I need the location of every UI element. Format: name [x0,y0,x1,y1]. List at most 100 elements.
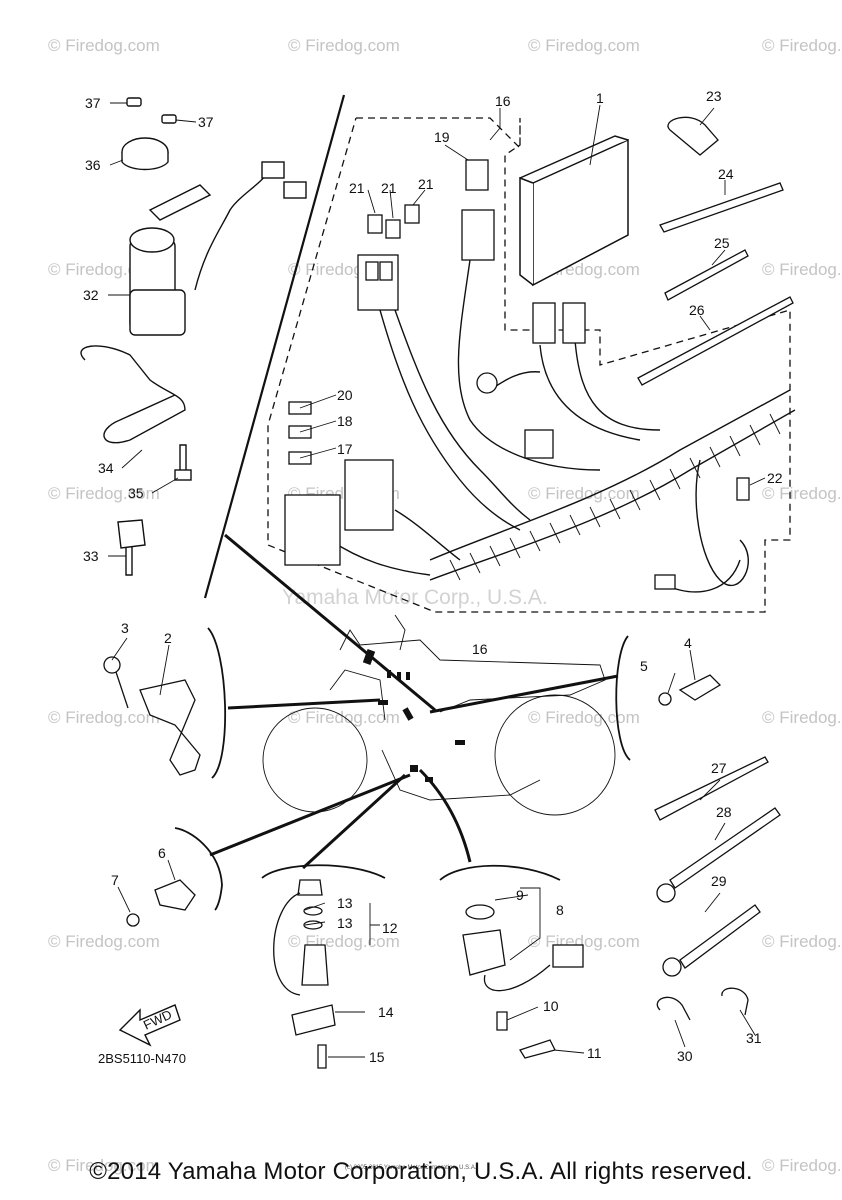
relay-block [284,494,341,566]
frame-4-5 [615,635,631,761]
watermark: © Firedog.com [528,932,640,951]
washer-7 [126,913,140,927]
frame-6-7 [174,827,223,911]
key-33 [125,544,133,576]
callout-35: 35 [128,485,144,501]
fuse-21 [385,219,401,239]
callout-24: 24 [718,166,734,182]
callout-1: 1 [596,90,604,106]
tie-28-head [656,883,676,903]
tie-28 [669,807,781,889]
cover-36-body [121,152,169,171]
ignition-coil-2 [139,679,201,776]
callout-12: 12 [382,920,398,936]
leader-lines [209,674,619,870]
sensor-12-body [301,944,329,986]
clip-30 [656,996,691,1021]
lower-parts [103,116,794,1069]
callout-27: 27 [711,760,727,776]
fwd-arrow: FWD [118,1004,181,1047]
harness-trunk-top [429,389,791,561]
panel-divider [203,94,346,599]
ecu-unit [519,135,629,287]
branch-wire [329,539,431,576]
callout-25: 25 [714,235,730,251]
frame-8-11 [439,864,561,881]
bolt-22 [736,477,750,501]
main-switch-top [129,227,175,253]
watermark: © Firedog.com [762,484,842,503]
callout-21: 21 [381,180,397,196]
main-switch-assembly [80,97,307,576]
watermark: © Firedog.com [48,708,160,727]
watermark: © Firedog.com [288,36,400,55]
watermark-layer: © Firedog.com © Firedog.com © Firedog.co… [48,36,842,1175]
fuse-21 [367,214,383,234]
connector-terminal [654,574,676,590]
tie-29-head [662,957,682,977]
watermark: © Firedog.com [48,36,160,55]
clip-31 [721,987,749,1016]
callout-26: 26 [689,302,705,318]
callout-16: 16 [495,93,511,109]
callout-2: 2 [164,630,172,646]
main-harness [329,259,796,593]
watermark: © Firedog.com [762,708,842,727]
connector-19 [465,159,489,191]
watermark: © Firedog.com [48,484,160,503]
tie-25 [664,249,749,301]
oring-9 [465,904,495,920]
sensor-12 [297,879,323,896]
sensor-8 [462,929,506,976]
callout-9: 9 [516,887,524,903]
callout-13: 13 [337,895,353,911]
handlebar [394,614,406,651]
callout-34: 34 [98,460,114,476]
tie-29 [679,904,761,969]
frame-2-3 [207,627,227,779]
branch-wire [489,371,541,391]
callout-29: 29 [711,873,727,889]
zoom-frames [174,627,631,911]
watermark: © Firedog.com [48,932,160,951]
callout-5: 5 [640,658,648,674]
seat-lock-cable-34 [80,345,186,444]
wire-connector [283,181,307,199]
watermark: © Firedog.com [48,1156,160,1175]
motorcycle-outline [262,614,616,816]
connector-ground [476,372,498,394]
watermark-center: Yamaha Motor Corp., U.S.A. [282,586,548,609]
branch-wire [394,309,531,521]
branch-wire [457,259,601,471]
callout-37: 37 [85,95,101,111]
connector-small [524,429,554,459]
watermark: © Firedog.com [762,260,842,279]
frame-line [339,629,606,713]
callout-22: 22 [767,470,783,486]
key-in-switch [148,184,212,221]
bolt-35-head [174,469,192,481]
cap-37 [126,97,142,107]
callout-37: 37 [198,114,214,130]
callout-4: 4 [684,635,692,651]
fuse-21 [404,204,420,224]
watermark: © Firedog.com [762,932,842,951]
key-33-head [117,519,146,549]
connector-coupler [562,302,586,344]
washer-5 [658,692,672,706]
cap-37 [161,114,177,124]
relay-block [344,459,394,531]
callout-15: 15 [369,1049,385,1065]
callout-17: 17 [337,441,353,457]
wire-8 [483,964,551,992]
callout-10: 10 [543,998,559,1014]
callout-14: 14 [378,1004,394,1020]
tie-26 [637,296,794,386]
main-switch-block [129,289,186,336]
bolt-15 [317,1044,327,1069]
callout-21: 21 [418,176,434,192]
oring-13 [303,906,323,916]
callout-20: 20 [337,387,353,403]
callout-23: 23 [706,88,722,104]
